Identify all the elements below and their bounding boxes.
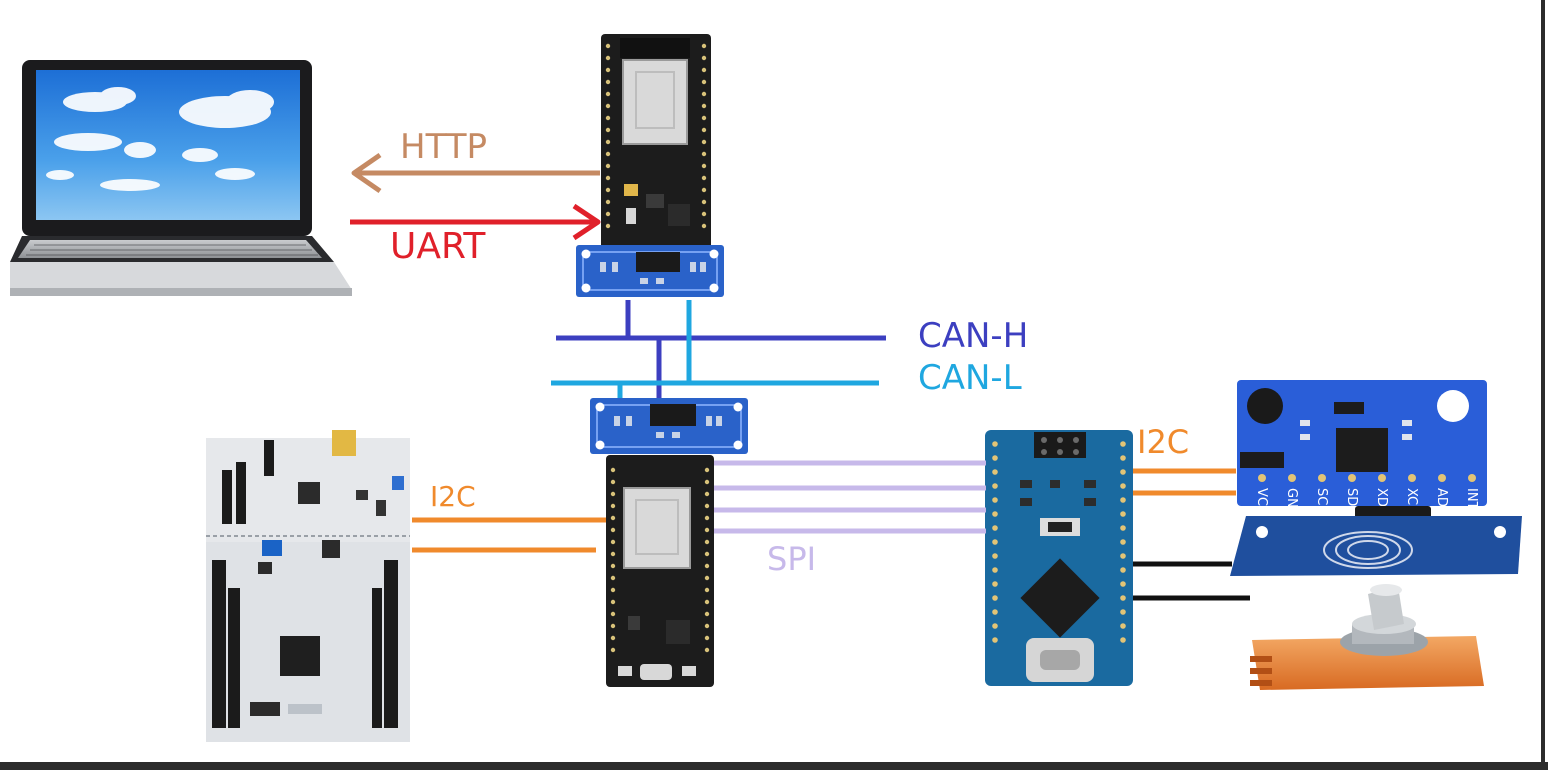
sensor-pin-label: SCL <box>1314 488 1329 513</box>
esp32-board-icon <box>606 455 714 687</box>
i2c-left-wires <box>412 520 606 550</box>
sensor-pin-label: VCC <box>1254 488 1269 515</box>
i2c-right-label: I2C <box>1137 426 1189 458</box>
can-transceiver-icon <box>576 245 724 297</box>
frame-border-right <box>1541 0 1545 770</box>
esp32-board-icon <box>601 34 711 260</box>
rotary-encoder-icon <box>1250 584 1484 690</box>
mpu6050-sensor-icon: VCC GND SCL SDA XDA XCL ADO INT <box>1237 380 1487 518</box>
uart-label: UART <box>390 229 485 265</box>
frame-border-bottom <box>0 762 1548 770</box>
nucleo-board-icon <box>206 430 410 742</box>
sensor-pin-label: GND <box>1284 488 1299 518</box>
arduino-nano-icon <box>985 430 1133 686</box>
i2c-right-wires <box>1133 471 1236 493</box>
sensor-pin-label: ADO <box>1434 488 1449 517</box>
spi-label: SPI <box>767 543 816 575</box>
laptop-icon <box>10 60 352 296</box>
http-label: HTTP <box>400 130 487 164</box>
can-l-bus <box>551 300 879 398</box>
rfid-reader-icon <box>1230 506 1522 576</box>
spi-wires <box>714 463 986 531</box>
can-h-label: CAN-H <box>918 319 1028 353</box>
sensor-pin-label: INT <box>1464 488 1479 510</box>
can-l-label: CAN-L <box>918 361 1022 395</box>
i2c-left-label: I2C <box>430 483 476 511</box>
can-transceiver-icon <box>590 398 748 454</box>
